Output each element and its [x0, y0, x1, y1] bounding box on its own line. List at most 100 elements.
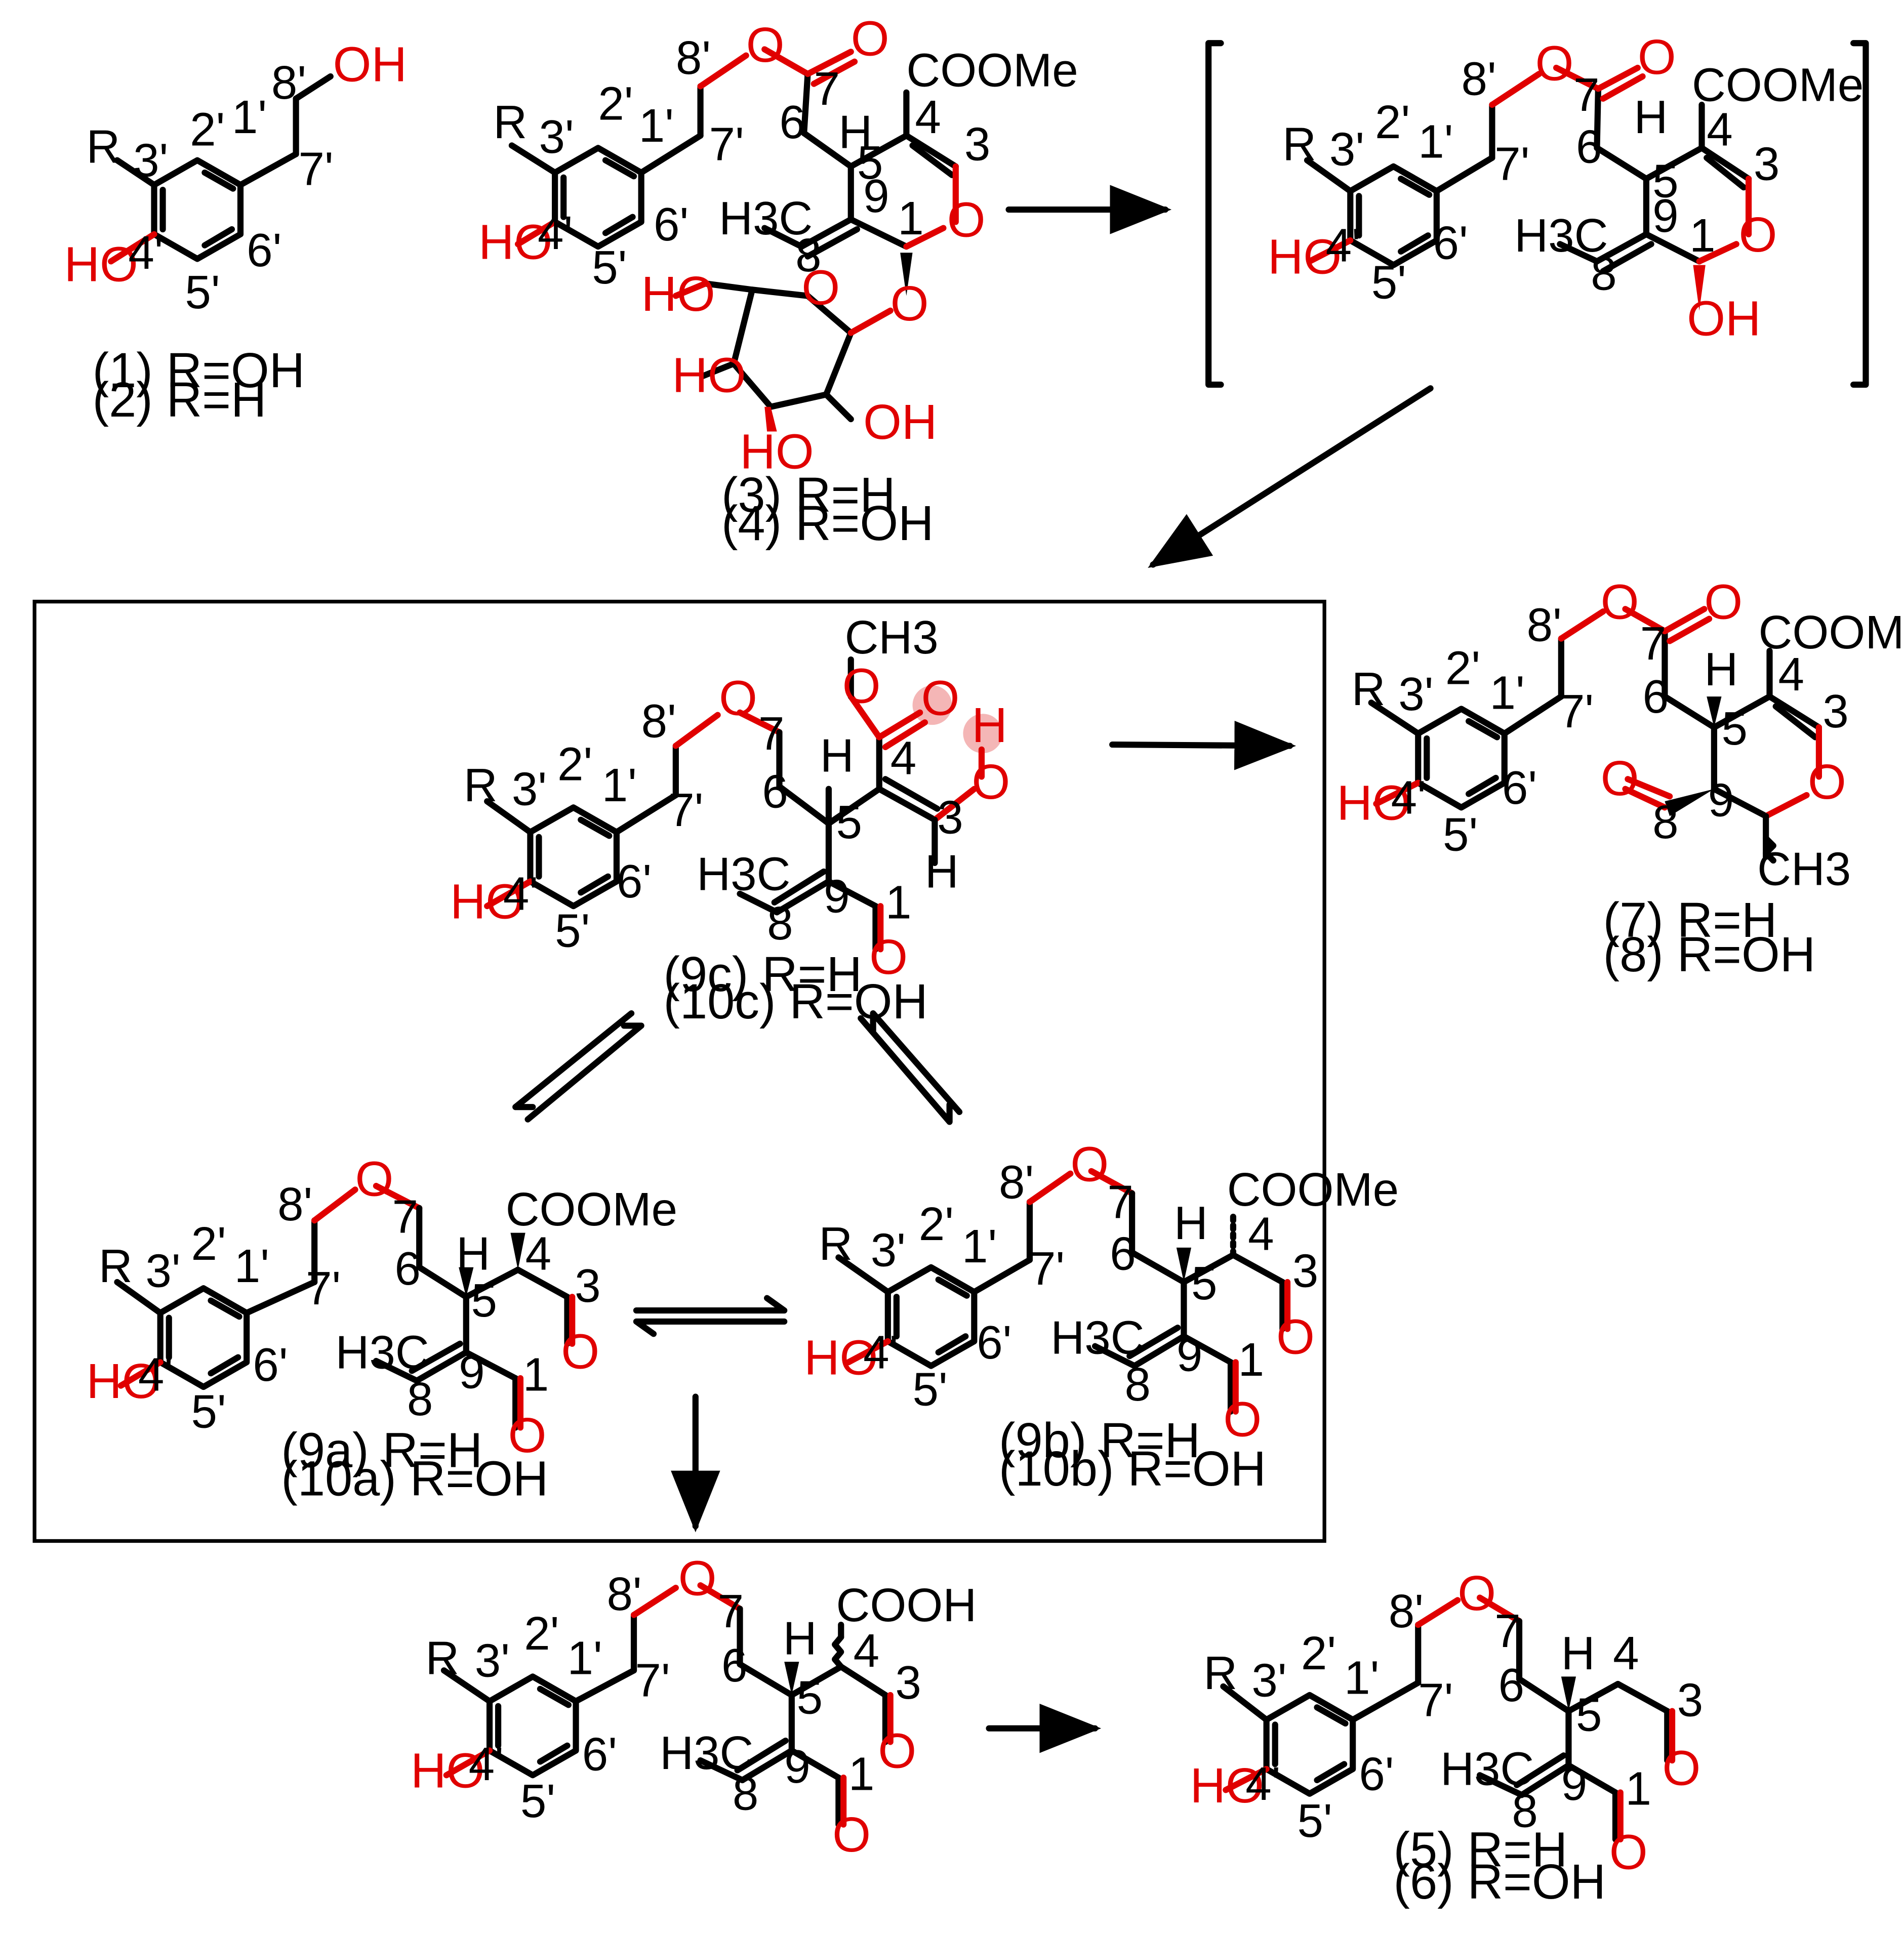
- hydroxyl-label: HO: [1336, 775, 1410, 831]
- atom-number: 4': [469, 1738, 504, 1790]
- atom-number: 2': [598, 77, 633, 130]
- structure-9a: H COOMe H3C O O O R HO 2' 3' 4' 5' 6' 1'…: [87, 1151, 678, 1506]
- atom-number: 6: [762, 765, 788, 817]
- atom-number: 7: [1640, 617, 1666, 670]
- atom-number: 8': [676, 31, 711, 84]
- r-group-label: R: [819, 1217, 853, 1270]
- atom-number: 4: [1707, 103, 1732, 155]
- caption-compound-9c: (9c) R=H: [664, 947, 862, 1002]
- atom-number: 7: [1107, 1175, 1133, 1228]
- aldehyde-oxygen-label: O: [1223, 1391, 1262, 1447]
- ester-oxygen-label: O: [1535, 35, 1574, 91]
- hydrogen-label: H: [838, 105, 872, 158]
- methyl-label: CH3: [1757, 843, 1851, 895]
- hydroxyl-label: HO: [641, 266, 715, 321]
- caption-compound-9a: (9a) R=H: [281, 1422, 482, 1477]
- atom-number: 2': [190, 103, 225, 155]
- atom-number: 5: [1652, 155, 1678, 208]
- atom-number: 2': [191, 1217, 226, 1270]
- atom-number: 5': [592, 241, 627, 294]
- atom-number: 1: [523, 1348, 549, 1401]
- atom-number: 3': [512, 762, 547, 815]
- r-group-label: R: [99, 1240, 133, 1292]
- atom-number: 4': [1245, 1757, 1280, 1810]
- atom-number: 5': [1298, 1794, 1332, 1847]
- atom-number: 4: [890, 732, 916, 785]
- atom-number: 3: [895, 1656, 921, 1709]
- structure-7: H COOMe CH3 O O O O R HO 2' 3' 4' 5' 6' …: [1336, 574, 1904, 982]
- reaction-arrow: [1109, 721, 1297, 770]
- atom-number: 7': [1030, 1242, 1065, 1295]
- aldehyde-oxygen-label: O: [1601, 751, 1639, 806]
- atom-number: 1': [1490, 666, 1525, 719]
- aldehyde-oxygen-label: O: [1276, 1309, 1315, 1364]
- atom-number: 6': [977, 1316, 1011, 1369]
- atom-number: 4: [915, 91, 941, 143]
- hydroxyl-label: HO: [450, 874, 524, 929]
- hydrogen-label: H: [1704, 643, 1738, 695]
- structure-aglycone-intermediate: OH H COOMe H3C O O O R HO 2' 3' 4' 5' 6'…: [1205, 29, 1869, 388]
- ester-oxygen-label: O: [842, 658, 881, 713]
- structure-5: H H3C O O O R HO 2' 3' 4' 5' 6' 1' 7' 8'…: [1190, 1566, 1704, 1909]
- caption-compound-6: (6) R=OH: [1394, 1854, 1606, 1909]
- atom-number: 8': [641, 694, 676, 747]
- caption-compound-8: (8) R=OH: [1603, 927, 1815, 982]
- ester-label: COOMe: [506, 1183, 677, 1236]
- ring-oxygen-label: O: [801, 260, 840, 315]
- atom-number: 7: [814, 62, 840, 115]
- atom-number: 8: [1591, 247, 1616, 300]
- carbonyl-oxygen-label: O: [1638, 29, 1676, 85]
- structure-9b: H COOMe H3C O O O R HO 2' 3' 4' 5' 6' 1'…: [804, 1136, 1399, 1496]
- carbonyl-oxygen-label: O: [921, 671, 960, 726]
- atom-number: 3': [133, 134, 168, 186]
- reaction-arrow: [1148, 385, 1434, 568]
- atom-number: 7: [758, 707, 784, 760]
- atom-number: 8: [1125, 1358, 1151, 1411]
- caption-compound-5: (5) R=H: [1394, 1822, 1568, 1877]
- atom-number: 7': [298, 142, 333, 195]
- hydroxyl-label: OH: [333, 37, 407, 92]
- atom-number: 1': [639, 99, 674, 152]
- methyl-label: H3C: [1514, 209, 1608, 262]
- atom-number: 9: [784, 1740, 810, 1793]
- atom-number: 5': [913, 1363, 948, 1416]
- equilibrium-arrow-9c-9b: [858, 1010, 963, 1125]
- atom-number: 4': [1391, 771, 1426, 824]
- hydroxyl-label: HO: [478, 214, 552, 269]
- atom-number: 3: [964, 118, 990, 171]
- atom-number: 1': [568, 1632, 602, 1684]
- atom-number: 4': [863, 1326, 898, 1379]
- hydroxyl-label: HO: [64, 236, 138, 292]
- atom-number: 7': [635, 1654, 670, 1706]
- atom-number: 8': [271, 56, 306, 109]
- atom-number: 6: [1498, 1659, 1524, 1711]
- aldehyde-oxygen-label: O: [832, 1807, 871, 1862]
- atom-number: 4: [1613, 1627, 1639, 1679]
- hydroxyl-label: OH: [1687, 291, 1761, 346]
- hydroxyl-label: HO: [1268, 229, 1342, 284]
- ester-label: COOMe: [1759, 606, 1904, 659]
- ether-oxygen-label: O: [678, 1551, 717, 1606]
- hydroxyl-label: OH: [863, 394, 937, 449]
- atom-number: 5: [471, 1274, 497, 1327]
- caption-compound-4: (4) R=OH: [721, 496, 934, 551]
- atom-number: 9: [1652, 189, 1678, 242]
- atom-number: 4': [503, 867, 538, 920]
- r-group-label: R: [1203, 1647, 1237, 1699]
- atom-number: 5: [1576, 1689, 1602, 1741]
- atom-number: 5: [836, 796, 862, 848]
- ether-oxygen-label: O: [719, 671, 757, 726]
- atom-number: 7': [668, 784, 703, 836]
- equilibrium-arrow-9c-9a: [512, 1010, 644, 1123]
- methyl-label: H3C: [697, 847, 790, 900]
- atom-number: 3: [1292, 1245, 1318, 1297]
- atom-number: 8': [1389, 1585, 1424, 1637]
- aldehyde-oxygen-label: O: [508, 1408, 547, 1463]
- atom-number: 8: [1512, 1785, 1537, 1837]
- ring-oxygen-label: O: [1808, 754, 1846, 809]
- structure-tyrosol: R OH HO 2' 3' 4' 5' 6' 1' 7' 8' (1) R=OH…: [64, 37, 407, 427]
- enol-oxygen-label: O: [971, 754, 1010, 809]
- atom-number: 6': [617, 855, 652, 908]
- atom-number: 7': [306, 1262, 341, 1314]
- carbonyl-oxygen-label: O: [1704, 574, 1743, 630]
